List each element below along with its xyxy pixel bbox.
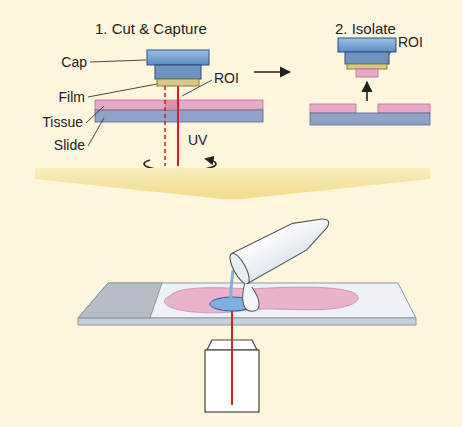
tissue [378,104,430,113]
part-label: ROI [398,34,423,50]
slide [310,113,430,125]
tissue [310,104,356,113]
part-label: Tissue [42,114,83,130]
roi-piece [356,69,378,77]
laser-beam [231,304,233,405]
tube-lid [235,281,263,315]
uv-beam [177,86,179,166]
leader-line [88,84,157,97]
part-label: ROI [214,70,239,86]
roi-region [165,100,178,110]
leader-line [86,106,104,123]
laser-beam [231,340,233,405]
cap-top [147,50,209,65]
leader-line [182,80,212,96]
film [157,79,199,86]
lift-arrow [366,82,368,101]
tissue-section [164,287,358,313]
step-arrow [254,71,290,73]
panel-heading: 2. Isolate [335,20,396,37]
isolate-assembly [310,38,430,125]
beam-label: UV [188,132,207,148]
film [347,64,387,69]
leader-line [88,118,104,146]
slide-edge [78,318,416,325]
panel-heading: 1. Cut & Capture [95,20,207,37]
microscope-scene [78,206,416,412]
leader-lines [86,46,396,146]
leader-line [90,60,146,62]
laser-path [164,86,166,166]
part-label: Film [59,89,85,105]
zoom-chevron [35,168,430,199]
capture-assembly [95,50,263,171]
cap-top [338,38,396,52]
tube-mouth [226,251,253,287]
part-label: Slide [54,137,85,153]
liquid-stream [231,270,233,300]
cap-body [155,65,201,79]
cap-body [345,52,389,64]
frosted-end [78,283,162,318]
microtube [220,206,350,314]
part-label: Cap [61,54,87,70]
